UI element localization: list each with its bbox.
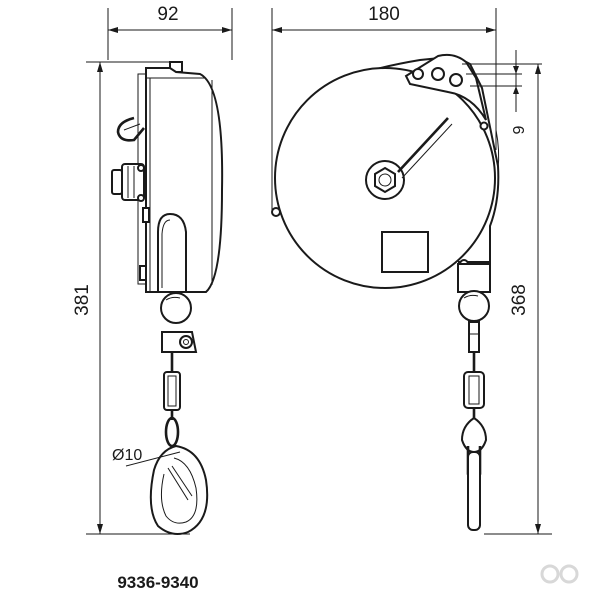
- dimension-total-height: 381: [72, 61, 190, 535]
- side-view: 92 381: [72, 4, 233, 535]
- dimension-side-width: 92: [107, 4, 233, 60]
- front-cable-assembly: [460, 321, 488, 531]
- side-cable-assembly: Ø10: [112, 331, 209, 535]
- double-ring-logo-icon: [540, 564, 579, 584]
- side-width-label: 92: [157, 4, 178, 25]
- side-clip: [111, 116, 150, 281]
- front-housing: [271, 53, 500, 322]
- hook-diameter-label: Ø10: [112, 447, 142, 464]
- dimension-body-height: 368: [484, 64, 552, 535]
- total-height-label: 381: [72, 284, 93, 316]
- side-housing: [137, 61, 224, 324]
- dimension-hole-pitch: 9: [462, 50, 542, 134]
- body-height-label: 368: [509, 284, 530, 316]
- model-range-label: 9336-9340: [117, 573, 198, 592]
- dimension-front-width: 180: [271, 4, 497, 210]
- front-view: 180: [271, 4, 552, 535]
- hole-pitch-label: 9: [511, 125, 528, 134]
- front-width-label: 180: [368, 4, 400, 25]
